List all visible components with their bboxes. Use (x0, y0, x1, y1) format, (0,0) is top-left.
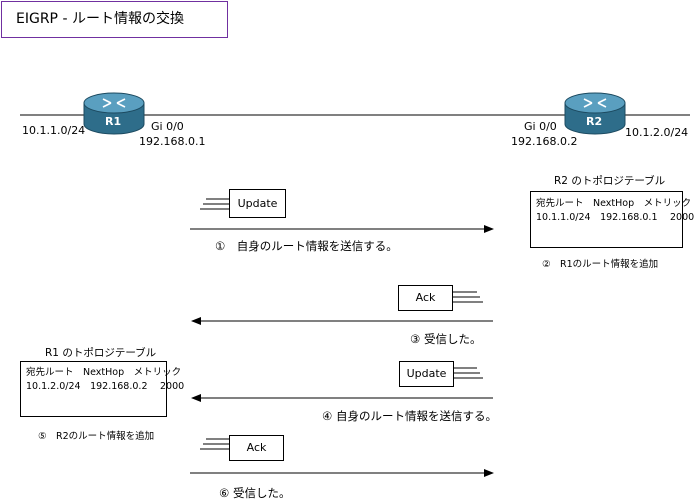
r1-topology-title: R1 のトポロジテーブル (45, 347, 157, 359)
router-r2-icon (564, 92, 626, 135)
r1-topology-row: 10.1.2.0/24 192.168.0.2 2000 (26, 381, 185, 392)
packet-ack-2-lines (200, 438, 230, 450)
r1-topology-note: ⑤ R2のルート情報を追加 (38, 431, 155, 442)
packet-update-2-lines (453, 367, 483, 379)
r1-ip: 192.168.0.1 (139, 135, 206, 148)
packet-ack-2: Ack (229, 435, 284, 461)
router-r2-name: R2 (586, 115, 603, 128)
packet-update-2: Update (399, 361, 454, 387)
packet-ack-1: Ack (398, 285, 453, 311)
r2-interface: Gi 0/0 (524, 120, 557, 133)
r1-topology-table: 宛先ルート NextHop メトリック 10.1.2.0/24 192.168.… (20, 361, 185, 417)
step-4-caption: ④ 自身のルート情報を送信する。 (322, 409, 497, 423)
r1-interface: Gi 0/0 (151, 120, 184, 133)
router-r1-icon (83, 92, 145, 135)
step-3-caption: ③ 受信した。 (410, 332, 482, 346)
r2-network: 10.1.2.0/24 (625, 126, 689, 139)
r1-network: 10.1.1.0/24 (22, 124, 86, 137)
packet-update-1-lines (200, 198, 230, 210)
r1-topology-header: 宛先ルート NextHop メトリック (26, 367, 182, 378)
step-1-caption: ① 自身のルート情報を送信する。 (215, 239, 398, 253)
r2-ip: 192.168.0.2 (511, 135, 578, 148)
r2-topology-table: 宛先ルート NextHop メトリック 10.1.1.0/24 192.168.… (530, 191, 694, 248)
step-6-caption: ⑥ 受信した。 (219, 486, 291, 500)
r2-topology-row: 10.1.1.0/24 192.168.0.1 2000 (536, 212, 694, 223)
diagram-title: EIGRP - ルート情報の交換 (1, 1, 228, 38)
packet-ack-1-lines (453, 291, 483, 303)
r2-topology-note: ② R1のルート情報を追加 (542, 259, 659, 270)
r2-topology-header: 宛先ルート NextHop メトリック (536, 198, 692, 209)
r2-topology-title: R2 のトポロジテーブル (554, 175, 666, 187)
router-r1-name: R1 (105, 115, 122, 128)
packet-update-1: Update (229, 189, 286, 218)
